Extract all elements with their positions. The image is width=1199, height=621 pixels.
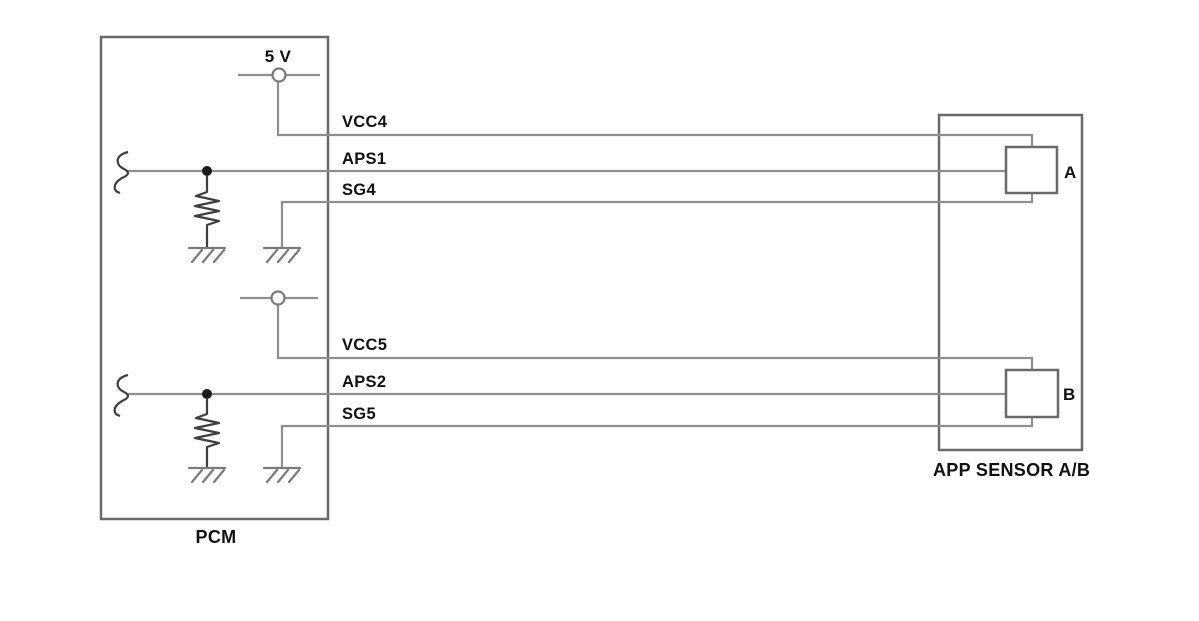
supply-terminal-icon-top [271, 67, 287, 83]
resistor-icon-top [193, 176, 221, 247]
connector-b-label: B [1063, 385, 1076, 404]
wire-break-icon-bottom [113, 373, 129, 418]
resistor-icon-bottom [193, 399, 221, 467]
supply-terminal-icon-bottom [270, 290, 286, 306]
ground-icon-4 [262, 466, 302, 484]
pcm-box [99, 35, 330, 521]
connector-a-label: A [1064, 163, 1077, 182]
ground-icon-2 [262, 246, 302, 264]
pcm-label: PCM [196, 527, 237, 547]
wire-label-sg5: SG5 [342, 405, 376, 423]
connector-a-box [1004, 145, 1059, 195]
ground-icon-3 [187, 466, 227, 484]
connector-b-box [1004, 368, 1060, 419]
junction-dot-top [202, 166, 212, 176]
wire-label-sg4: SG4 [342, 181, 376, 199]
wire-sg5 [280, 417, 1034, 467]
supply-voltage-label: 5 V [265, 47, 292, 66]
wire-sg4 [280, 193, 1034, 247]
wire-break-icon-top [113, 150, 129, 195]
wire-label-vcc4: VCC4 [342, 113, 388, 131]
wire-vcc4 [276, 81, 1034, 147]
junction-dot-bottom [202, 389, 212, 399]
wire-label-aps2: APS2 [342, 373, 386, 391]
wire-label-vcc5: VCC5 [342, 336, 387, 354]
ground-icon-1 [187, 246, 227, 264]
app-sensor-label: APP SENSOR A/B [933, 460, 1090, 480]
wire-label-aps1: APS1 [342, 150, 386, 168]
wire-vcc5 [276, 304, 1034, 370]
